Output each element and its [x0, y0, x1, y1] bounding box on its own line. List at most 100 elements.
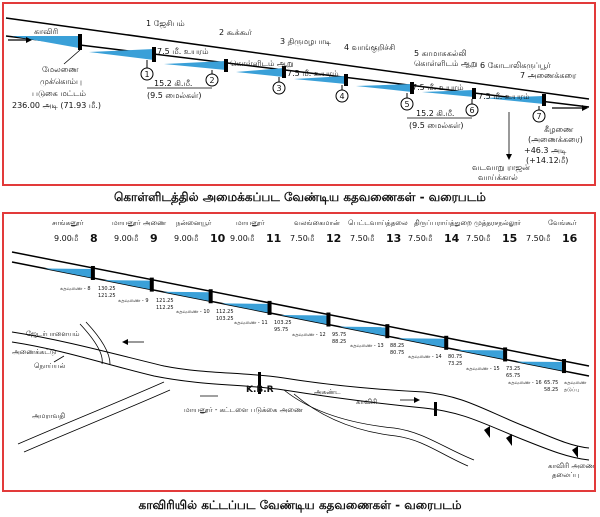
height-label: 7.50மீ14	[408, 232, 460, 245]
svg-text:14: 14	[444, 232, 460, 245]
height-label: 7.50மீ12	[290, 232, 341, 245]
water-wedge	[516, 361, 564, 372]
map-label-amaravathi: அமராவதி	[32, 412, 65, 420]
river-map: ஜேடர்பாளையம் அணைக்கட்டு நொய்யல் அமராவதி …	[11, 321, 594, 479]
gate-post	[149, 277, 154, 292]
gate-marker: 4	[335, 85, 349, 103]
map-label-kbr: K.B.R	[246, 385, 274, 395]
water-wedge	[89, 49, 154, 60]
river-label: காவிரி	[34, 27, 58, 36]
map-label-thalaipu: தலைப்பு	[552, 471, 579, 479]
top-slope-line	[11, 251, 590, 367]
svg-text:65.75: 65.75	[544, 380, 558, 386]
svg-text:95.75: 95.75	[332, 332, 346, 338]
gate-post	[503, 347, 508, 362]
water-wedge	[221, 303, 270, 313]
svg-text:கதவணை - 8: கதவணை - 8	[60, 286, 91, 292]
tributary-amaravathi	[23, 389, 171, 453]
left-note-line: முக்கொம்பு	[40, 77, 82, 87]
height-label: 9.00மீ10	[174, 232, 226, 245]
water-wedge	[398, 338, 447, 348]
flow-arrow	[53, 355, 65, 363]
svg-text:7.50மீ: 7.50மீ	[290, 234, 315, 243]
svg-text:6: 6	[469, 106, 474, 115]
dam-mark	[572, 446, 578, 458]
water-wedge	[356, 84, 412, 92]
village-label: முத்தரசநல்லூர்	[474, 219, 521, 227]
gate-post	[326, 312, 331, 327]
map-label-mayanur-dam: மாயனூர் - கட்டளை படுக்கை அணை	[184, 406, 303, 414]
water-wedge	[422, 90, 474, 97]
gate-post	[267, 300, 272, 315]
svg-text:1: 1	[144, 70, 149, 79]
gate-post	[344, 74, 348, 86]
village-label: திருப்பராய்த்துறை	[414, 219, 472, 227]
map-label-jedupalayam: ஜேடர்பாளையம்	[26, 330, 80, 339]
gate-marker: 6	[465, 99, 479, 117]
station-label: 7 அணைக்கரை	[520, 71, 577, 80]
svg-text:கதவணை - 14: கதவணை - 14	[408, 354, 442, 360]
village-label: மாயனூர் அணை	[112, 219, 166, 227]
gate-post	[282, 66, 286, 78]
village-label: வலங்கைமான்	[294, 219, 340, 227]
svg-text:95.75: 95.75	[274, 327, 288, 333]
height-label: 7.50மீ13	[350, 232, 401, 245]
water-wedge	[484, 96, 544, 104]
right-note-line: (+14.12மீ)	[526, 156, 568, 165]
svg-text:80.75: 80.75	[390, 350, 404, 356]
canal-arrow	[506, 154, 512, 160]
distance-marker: 15.2 கி.மீ. (9.5 மைல்கள்)	[407, 109, 472, 130]
canal-branch	[283, 389, 475, 461]
gate-post	[444, 335, 449, 350]
village-label: மாயனூர்	[236, 219, 265, 227]
gate-post	[385, 324, 390, 339]
gate-post	[78, 34, 82, 50]
height-label: 9.00மீ9	[114, 232, 158, 245]
svg-text:121.25: 121.25	[156, 298, 174, 304]
height-label: 7.5 மீ. உயரம்	[157, 47, 209, 56]
svg-text:(9.5 மைல்கள்): (9.5 மைல்கள்)	[147, 91, 202, 100]
height-label: 7.5 மீ. உயரம்	[478, 92, 530, 101]
canal-branch	[293, 393, 469, 467]
village-label: சாங்கனூர்	[52, 219, 84, 227]
bottom-note-line: வடவாறு ராஜன்	[472, 163, 530, 173]
gate-post	[208, 289, 213, 304]
gate-marker: 2	[205, 70, 219, 87]
flow-arrow-head	[26, 37, 32, 43]
svg-text:கதவணை - 12: கதவணை - 12	[292, 332, 326, 338]
svg-text:103.25: 103.25	[274, 320, 292, 326]
svg-text:10: 10	[210, 232, 226, 245]
svg-text:8: 8	[90, 232, 98, 245]
right-note-line: (அணைக்கரை)	[528, 135, 583, 144]
svg-text:121.25: 121.25	[98, 293, 116, 299]
water-wedge	[339, 326, 388, 337]
panel2-caption: காவிரியில் கட்டப்பட வேண்டிய கதவணைகள் - வ…	[138, 498, 462, 512]
map-label-kaveri-dam: காவிரி அணை	[548, 462, 594, 470]
kaveri-diagram-panel: சாங்கனூர் மாயனூர் அணை நன்னையூர் மாயனூர் …	[2, 212, 596, 492]
village-label: வேங்கூர்	[548, 219, 577, 227]
svg-text:15.2 கி.மீ.: 15.2 கி.மீ.	[416, 109, 454, 118]
leader-line	[63, 49, 81, 65]
svg-text:112.25: 112.25	[156, 305, 174, 311]
station-label: 5 காமாசுகல்லி	[414, 49, 467, 58]
svg-text:15.2 கி.மீ.: 15.2 கி.மீ.	[154, 79, 192, 88]
tributary-noyyal	[79, 323, 103, 365]
left-note-line: 236.00 அடி (71.93 மீ.)	[12, 101, 101, 110]
panel1-caption: கொள்ளிடத்தில் அமைக்கப்பட வேண்டிய கதவணைகள…	[114, 190, 486, 204]
river-bank-lower	[11, 341, 590, 461]
svg-text:9: 9	[150, 232, 158, 245]
kaveri-profile-svg: சாங்கனூர் மாயனூர் அணை நன்னையூர் மாயனூர் …	[11, 219, 594, 479]
top-slope-line	[5, 17, 590, 100]
bottom-note-line: வாய்க்கால்	[478, 173, 518, 182]
water-wedge	[12, 36, 79, 48]
dam-mark	[484, 426, 490, 438]
tributary-amaravathi	[17, 381, 165, 445]
village-label: நன்னையூர்	[176, 219, 212, 227]
height-row: 9.00மீ8 9.00மீ9 9.00மீ10 9.00மீ11 7.50மீ…	[54, 232, 578, 245]
svg-text:7.50மீ: 7.50மீ	[466, 234, 491, 243]
svg-text:7.50மீ: 7.50மீ	[526, 234, 551, 243]
